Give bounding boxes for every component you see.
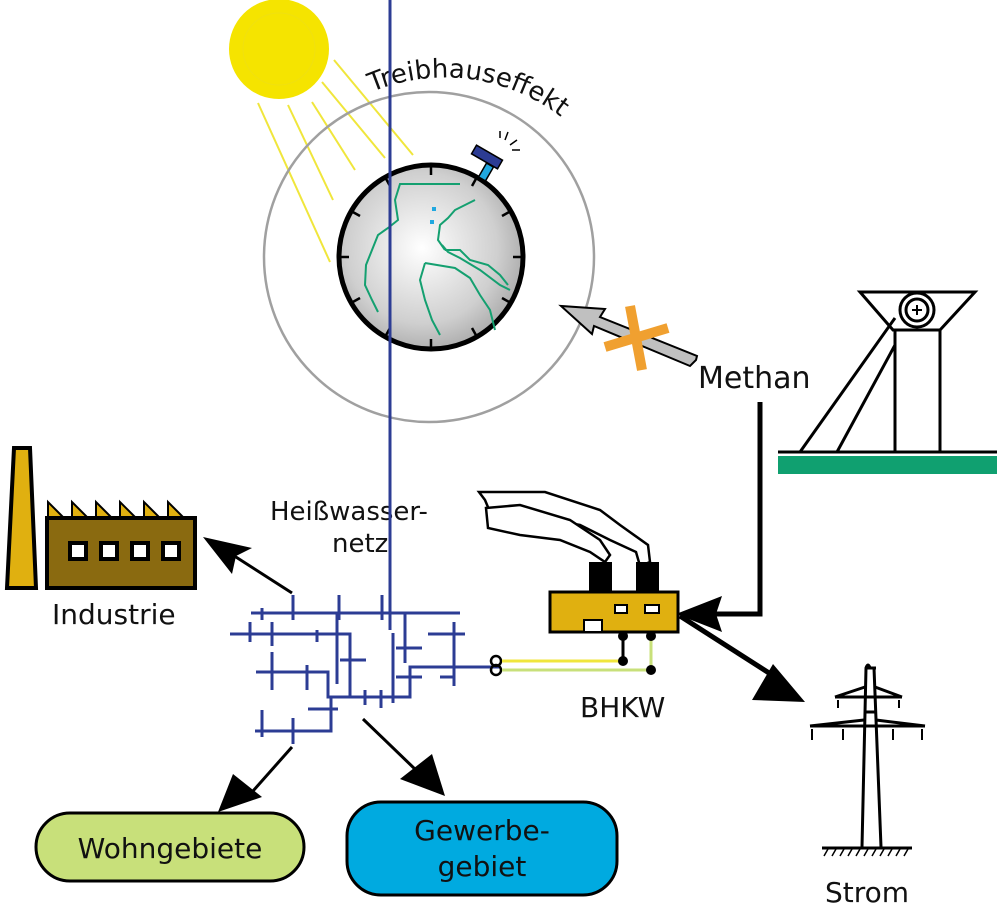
probe-icon	[470, 131, 520, 182]
atmosphere-ring	[262, 90, 596, 424]
heat-to-industry-arrow	[203, 537, 293, 595]
continents	[363, 183, 511, 336]
factory-icon	[4, 446, 197, 590]
sun-icon	[229, 0, 414, 263]
earth-icon	[336, 162, 526, 352]
commercial-label-line1: Gewerbe-	[414, 814, 550, 847]
power-label: Strom	[825, 876, 909, 909]
industry-label: Industrie	[52, 598, 176, 631]
globe-ticks	[339, 165, 523, 349]
sun-rays	[257, 59, 414, 263]
heat-network-grid	[230, 0, 500, 744]
commercial-node: Gewerbe- gebiet	[345, 800, 619, 897]
blocked-x-icon	[603, 305, 670, 371]
network-to-bhkw-connection	[489, 631, 656, 677]
residential-node: Wohngebiete	[34, 811, 306, 883]
heat-to-commercial-arrow	[361, 717, 445, 796]
heat-to-residential-arrow	[218, 746, 294, 812]
bhkw-label: BHKW	[580, 691, 665, 724]
greenhouse-label: Treibhauseffekt	[363, 54, 575, 122]
commercial-label-line2: gebiet	[438, 850, 527, 883]
hot-water-network-label-line2: netz	[332, 529, 388, 559]
methane-label: Methan	[698, 361, 811, 396]
bhkw-to-power-arrow	[678, 613, 805, 702]
bhkw-icon	[476, 490, 680, 634]
mine-headframe-icon	[778, 290, 997, 454]
power-pylon-icon	[809, 663, 926, 857]
ground-strip	[778, 456, 997, 474]
methane-feed-arrow	[676, 402, 763, 632]
hot-water-network-label-line1: Heißwasser-	[270, 497, 428, 527]
residential-label: Wohngebiete	[78, 832, 263, 865]
